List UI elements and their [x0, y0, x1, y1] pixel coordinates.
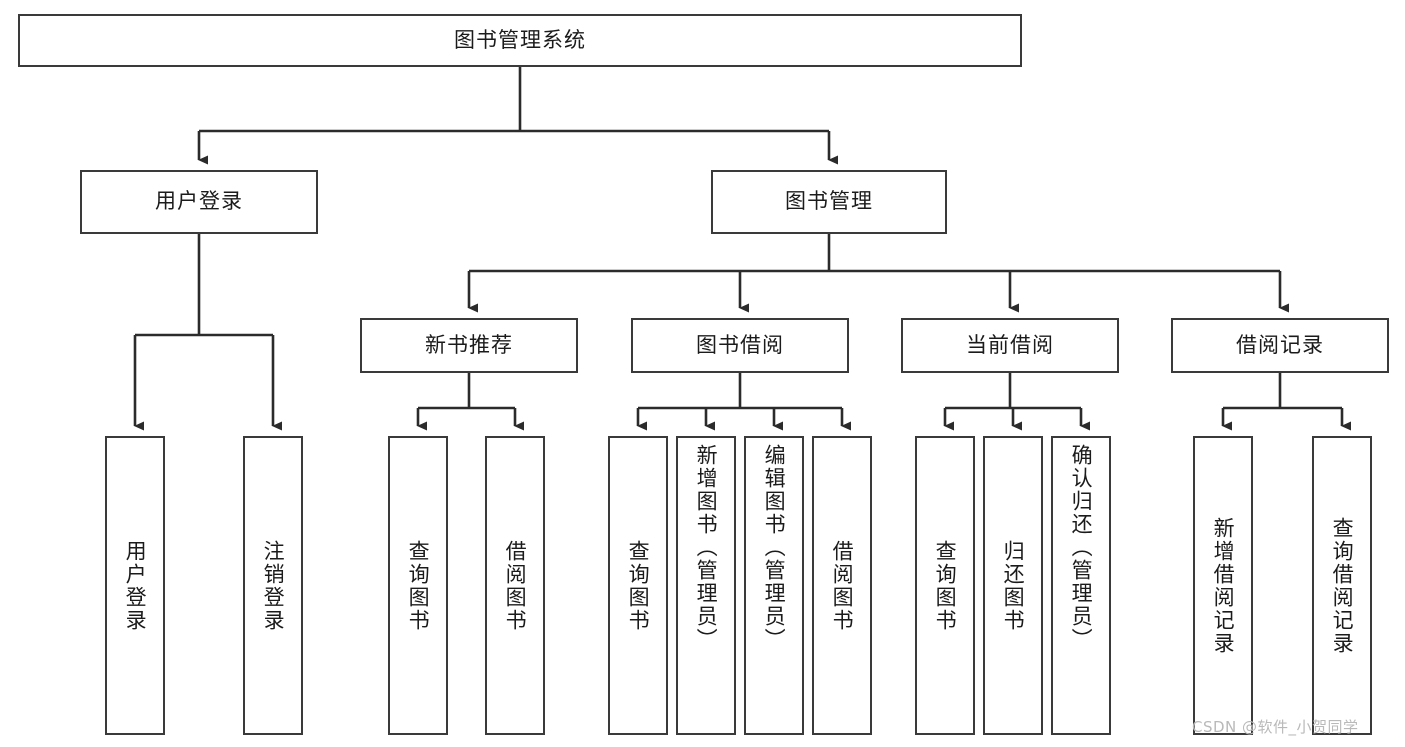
node-label: 查询图书 — [406, 539, 431, 632]
node-leaf-return-book: 归还图书 — [983, 436, 1043, 735]
node-leaf-user-login: 用户登录 — [105, 436, 165, 735]
node-leaf-borrow-book-recommend: 借阅图书 — [485, 436, 545, 735]
node-borrow-records: 借阅记录 — [1171, 318, 1389, 373]
node-label: 图书借阅 — [696, 332, 784, 357]
node-current-borrow: 当前借阅 — [901, 318, 1119, 373]
node-user-login: 用户登录 — [80, 170, 318, 234]
node-root: 图书管理系统 — [18, 14, 1022, 67]
node-label: 查询图书 — [933, 539, 958, 632]
node-leaf-add-borrow-record: 新增借阅记录 — [1193, 436, 1253, 735]
node-book-management: 图书管理 — [711, 170, 947, 234]
node-leaf-query-borrow-record: 查询借阅记录 — [1312, 436, 1372, 735]
node-label: 用户登录 — [155, 189, 243, 214]
node-label: 借阅图书 — [503, 539, 528, 632]
node-leaf-query-book-current: 查询图书 — [915, 436, 975, 735]
node-label: 注销登录 — [261, 539, 286, 632]
node-label: 当前借阅 — [966, 332, 1054, 357]
node-leaf-query-book-borrow: 查询图书 — [608, 436, 668, 735]
node-label: 新增图书（管理员） — [694, 444, 719, 651]
node-book-borrow: 图书借阅 — [631, 318, 849, 373]
node-label: 图书管理系统 — [454, 27, 586, 52]
node-label: 查询借阅记录 — [1330, 516, 1355, 655]
node-label: 新增借阅记录 — [1211, 516, 1236, 655]
csdn-watermark: CSDN @软件_小贺同学 — [1192, 718, 1359, 736]
node-leaf-edit-book-admin: 编辑图书（管理员） — [744, 436, 804, 735]
node-label: 借阅图书 — [830, 539, 855, 632]
node-leaf-borrow-book: 借阅图书 — [812, 436, 872, 735]
node-label: 编辑图书（管理员） — [762, 444, 787, 651]
node-label: 图书管理 — [785, 189, 873, 214]
node-leaf-logout-login: 注销登录 — [243, 436, 303, 735]
node-label: 归还图书 — [1001, 539, 1026, 632]
node-leaf-add-book-admin: 新增图书（管理员） — [676, 436, 736, 735]
node-leaf-query-book-recommend: 查询图书 — [388, 436, 448, 735]
node-label: 查询图书 — [626, 539, 651, 632]
node-new-book-recommend: 新书推荐 — [360, 318, 578, 373]
node-label: 确认归还（管理员） — [1069, 444, 1094, 651]
node-label: 借阅记录 — [1236, 332, 1324, 357]
node-leaf-confirm-return-admin: 确认归还（管理员） — [1051, 436, 1111, 735]
node-label: 用户登录 — [123, 539, 148, 632]
node-label: 新书推荐 — [425, 332, 513, 357]
